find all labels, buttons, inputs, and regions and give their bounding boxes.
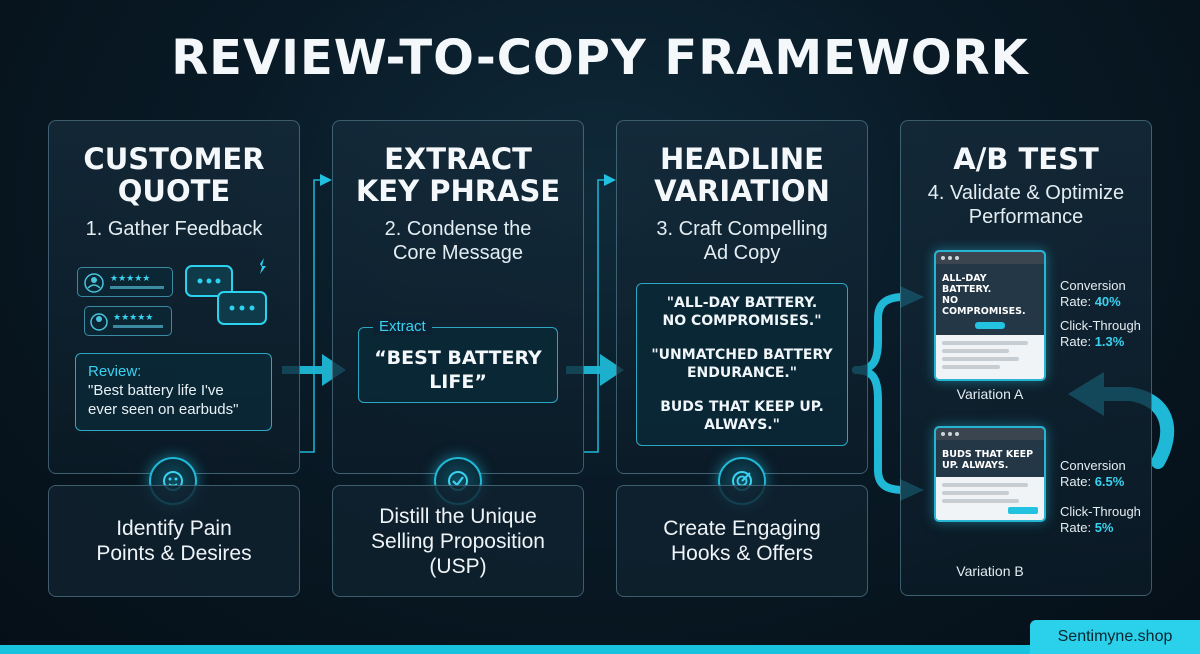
variation-b-headline: UP. ALWAYS. (942, 460, 1009, 471)
step-2-outcome: Distill the Unique Selling Proposition (… (332, 485, 584, 597)
review-label: Review: (88, 363, 142, 380)
headline-option: "ALL-DAY BATTERY. NO COMPROMISES." (662, 295, 822, 329)
extract-label: Extract (373, 318, 432, 335)
step-2-title: EXTRACT KEY PHRASE (355, 142, 561, 208)
variation-a-mockup: ALL-DAY BATTERY. NO COMPROMISES. (934, 250, 1046, 381)
variation-a-headline: NO COMPROMISES. (942, 295, 1026, 317)
review-text-line: "Best battery life I've (88, 382, 224, 399)
variation-b-conversion: Conversion Rate: 6.5% (1060, 458, 1126, 489)
rating-card-1: ★★★★★ (77, 267, 173, 297)
step-4-subtitle: 4. Validate & Optimize Performance (927, 182, 1125, 228)
step-card-extract-key-phrase: EXTRACT KEY PHRASE 2. Condense the Core … (332, 120, 584, 474)
variation-b-ctr: Click-Through Rate: 5% (1060, 504, 1141, 535)
arrow-2-3-thin (584, 174, 616, 453)
variation-a-headline: ALL-DAY BATTERY. (942, 273, 992, 295)
arrow-2-3 (566, 354, 624, 386)
rating-card-2: ★★★★★ (84, 306, 172, 336)
svg-text:★★★★★: ★★★★★ (110, 274, 150, 284)
step-1-subtitle: 1. Gather Feedback (85, 218, 263, 240)
user-rating-icon: ★★★★★ (90, 313, 163, 331)
extract-text: “BEST BATTERY LIFE” (374, 347, 542, 393)
variation-b-headline: BUDS THAT KEEP (942, 449, 1034, 460)
step-1-title: CUSTOMER QUOTE (83, 142, 265, 208)
variation-b-mockup: BUDS THAT KEEP UP. ALWAYS. (934, 426, 1046, 522)
variation-b-label: Variation B (956, 563, 1024, 579)
step-3-subtitle: 3. Craft Compelling Ad Copy (656, 218, 828, 264)
brace-arrow (852, 293, 908, 374)
svg-text:★★★★★: ★★★★★ (113, 313, 153, 323)
user-rating-icon: ★★★★★ (84, 273, 164, 293)
cta-button (1008, 507, 1038, 514)
page-title: REVIEW-TO-COPY FRAMEWORK (171, 30, 1029, 86)
review-quote-box: Review: "Best battery life I've ever see… (75, 353, 272, 431)
step-3-outcome: Create Engaging Hooks & Offers (616, 485, 868, 597)
arrow-1-2-thin (300, 174, 332, 453)
variation-a-ctr: Click-Through Rate: 1.3% (1060, 318, 1141, 349)
headline-variations-box: "ALL-DAY BATTERY. NO COMPROMISES." "UNMA… (636, 283, 848, 446)
headline-option: "UNMATCHED BATTERY ENDURANCE." (651, 347, 833, 381)
review-text-line: ever seen on earbuds" (88, 401, 239, 418)
step-4-title: A/B TEST (953, 142, 1099, 176)
headline-option: BUDS THAT KEEP UP. ALWAYS." (660, 399, 824, 433)
footer-strip (0, 645, 1200, 654)
step-2-subtitle: 2. Condense the Core Message (384, 218, 532, 264)
extract-phrase-box: Extract “BEST BATTERY LIFE” (358, 318, 558, 403)
step-1-outcome: Identify Pain Points & Desires (48, 485, 300, 597)
chat-bubbles-icon (185, 258, 267, 325)
variation-a-conversion: Conversion Rate: 40% (1060, 278, 1126, 309)
variation-a-label: Variation A (956, 386, 1024, 402)
cta-button (975, 322, 1005, 329)
step-3-title: HEADLINE VARIATION (654, 142, 830, 208)
footer-brand-link[interactable]: Sentimyne.shop (1030, 620, 1200, 654)
